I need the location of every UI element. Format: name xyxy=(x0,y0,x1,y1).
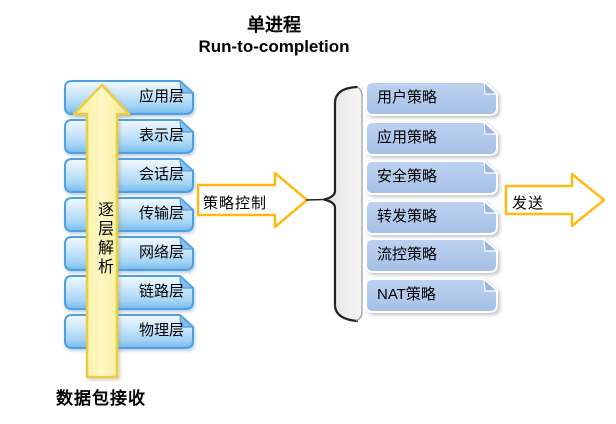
layer-label: 物理层 xyxy=(138,322,184,339)
policy-box-forwarding: 转发策略 xyxy=(365,200,498,235)
policy-box-shape xyxy=(365,238,498,273)
fold-corner-icon xyxy=(179,314,194,328)
brace-right-edge xyxy=(355,86,363,322)
layer-label: 会话层 xyxy=(138,166,184,183)
fold-corner-icon xyxy=(483,81,498,95)
fold-corner-icon xyxy=(483,200,498,214)
policy-box-shape xyxy=(365,81,498,116)
fold-corner-icon xyxy=(179,119,194,133)
policy-box-application: 应用策略 xyxy=(365,121,498,156)
connector-line xyxy=(305,198,325,201)
parse-direction-label: 逐层解析 xyxy=(95,201,112,277)
fold-corner-icon xyxy=(179,158,194,172)
layer-label: 表示层 xyxy=(138,127,184,144)
parse-up-arrow xyxy=(72,83,131,379)
layer-label: 传输层 xyxy=(138,205,184,222)
policy-box-flow-control: 流控策略 xyxy=(365,238,498,273)
fold-corner-icon xyxy=(179,236,194,250)
send-label: 发送 xyxy=(512,195,545,212)
policy-label: NAT策略 xyxy=(377,286,436,303)
layer-label: 应用层 xyxy=(138,88,184,105)
policy-label: 用户策略 xyxy=(377,89,438,106)
policy-box-shape xyxy=(365,200,498,235)
brace-slab xyxy=(324,87,362,321)
policy-control-arrow xyxy=(196,171,309,229)
policy-label: 应用策略 xyxy=(377,129,438,146)
fold-corner-icon xyxy=(179,80,194,94)
fold-corner-icon xyxy=(179,275,194,289)
fold-corner-icon xyxy=(179,197,194,211)
brace-left-contour xyxy=(323,85,359,323)
policy-box-shape xyxy=(365,278,498,313)
diagram-title: 单进程 Run-to-completion xyxy=(74,14,474,57)
policy-box-shape xyxy=(365,160,498,195)
fold-corner-icon xyxy=(483,238,498,252)
packet-receive-label: 数据包接收 xyxy=(56,389,146,408)
layer-label: 链路层 xyxy=(138,283,184,300)
policy-label: 流控策略 xyxy=(377,246,438,263)
policy-label: 安全策略 xyxy=(377,168,438,185)
title-line-2: Run-to-completion xyxy=(198,37,350,56)
fold-corner-icon xyxy=(483,121,498,135)
title-line-1: 单进程 xyxy=(247,15,301,35)
policy-label: 转发策略 xyxy=(377,208,438,225)
policy-box-nat: NAT策略 xyxy=(365,278,498,313)
policy-box-security: 安全策略 xyxy=(365,160,498,195)
send-arrow xyxy=(504,172,606,228)
policy-box-shape xyxy=(365,121,498,156)
policy-control-label: 策略控制 xyxy=(203,195,268,212)
fold-corner-icon xyxy=(483,278,498,292)
layer-label: 网络层 xyxy=(138,244,184,261)
policy-box-user: 用户策略 xyxy=(365,81,498,116)
fold-corner-icon xyxy=(483,160,498,174)
